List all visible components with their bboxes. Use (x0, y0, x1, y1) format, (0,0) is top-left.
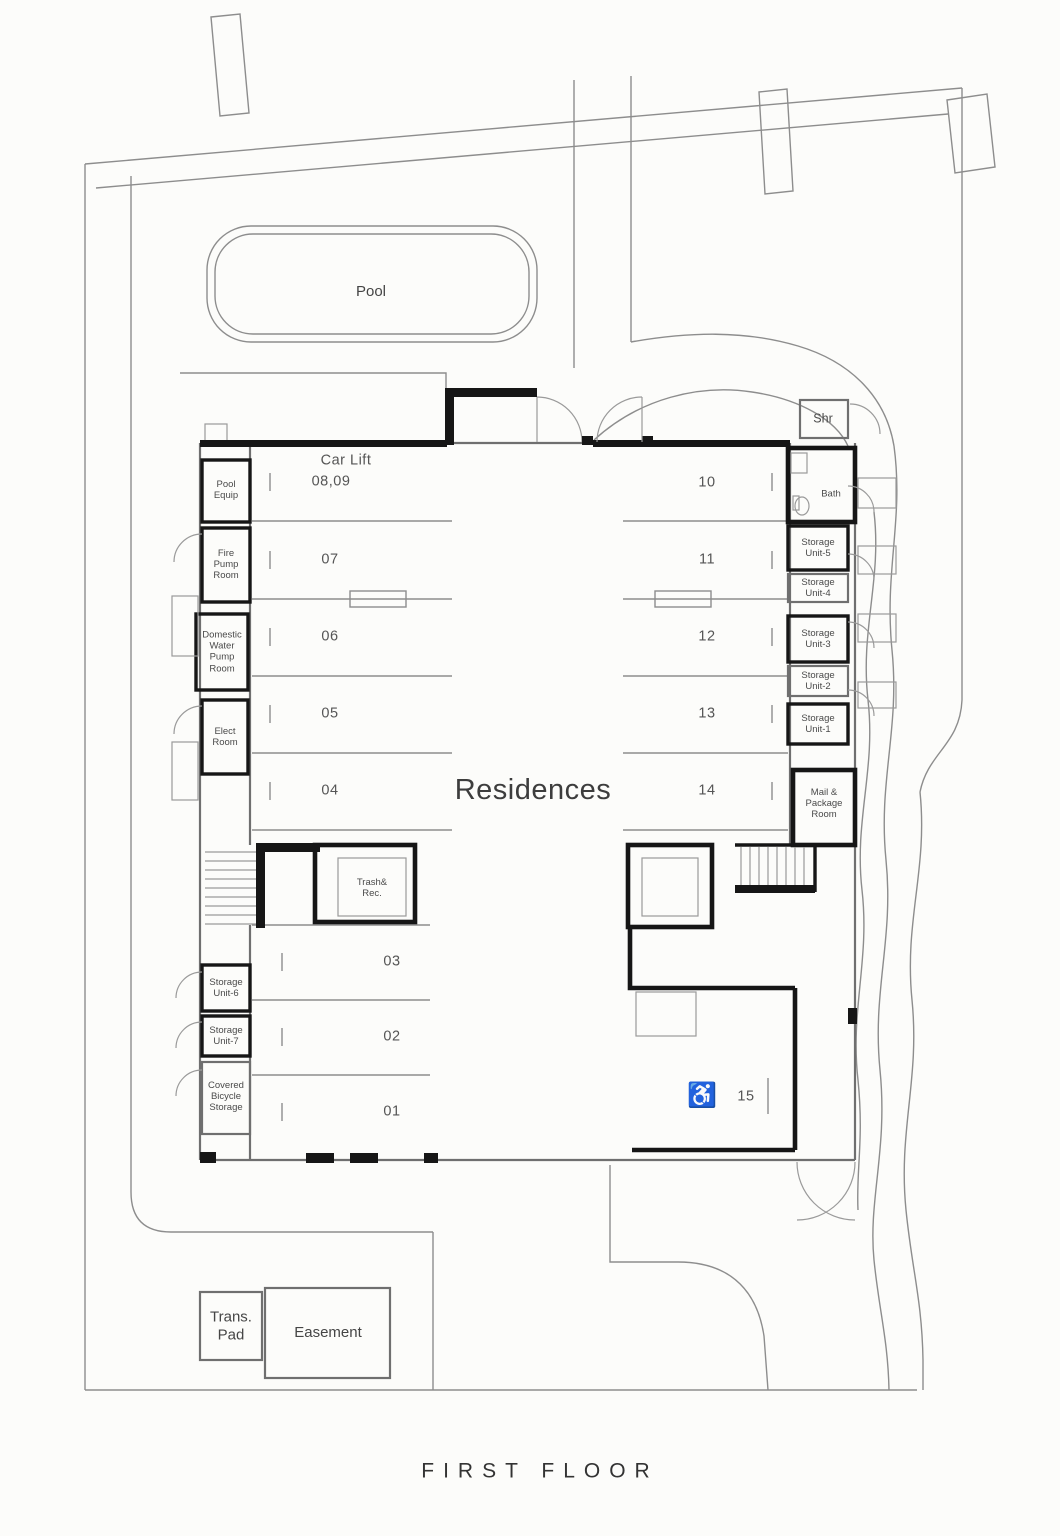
shr-label: Shr (813, 411, 833, 426)
pool-label: Pool (355, 283, 387, 301)
stall-11: 11 (698, 551, 716, 568)
stall-12: 12 (698, 628, 716, 645)
wheelchair-icon: ♿ (687, 1081, 717, 1109)
stall-15-walls (627, 927, 798, 1153)
fire-pump-label: Fire Pump Room (213, 548, 239, 582)
mail-room-label: Mail & Package Room (805, 787, 843, 821)
stall-03: 03 (383, 953, 401, 970)
storage-1-label: Storage Unit-1 (801, 712, 835, 735)
easement-label: Easement (294, 1324, 362, 1342)
pool-equip-label: Pool Equip (213, 478, 239, 501)
storage-4-label: Storage Unit-4 (801, 576, 835, 599)
stall-06: 06 (321, 628, 339, 645)
west-rooms (171, 458, 252, 801)
car-lift-label: Car Lift (320, 452, 372, 469)
driveway-curves (130, 176, 924, 1391)
residences-label: Residences (454, 773, 612, 806)
car-lift-stalls: 08,09 (311, 473, 351, 490)
stall-02: 02 (383, 1028, 401, 1045)
trans-pad-label: Trans. Pad (210, 1308, 252, 1343)
domestic-water-label: Domestic Water Pump Room (202, 629, 242, 675)
utility-pads (198, 1286, 392, 1380)
south-wall-details (200, 1008, 857, 1221)
entrance-vestibule (445, 388, 653, 445)
southwest-rooms (175, 963, 252, 1136)
storage-3-label: Storage Unit-3 (801, 627, 835, 650)
stall-05: 05 (321, 705, 339, 722)
east-rooms (785, 398, 897, 848)
left-stair (205, 843, 320, 928)
elevator (625, 842, 715, 930)
bicycle-storage-label: Covered Bicycle Storage (208, 1080, 244, 1114)
storage-7-label: Storage Unit-7 (209, 1024, 243, 1047)
stall-07: 07 (321, 551, 339, 568)
page-title: FIRST FLOOR (421, 1459, 659, 1483)
right-stair (735, 843, 817, 893)
stall-01: 01 (383, 1103, 401, 1120)
storage-6-label: Storage Unit-6 (209, 976, 243, 999)
stall-10: 10 (698, 474, 716, 491)
parking-stall-lines (252, 473, 788, 1121)
pier-shapes (210, 13, 996, 368)
stall-15: 15 (737, 1088, 755, 1105)
bath-label: Bath (821, 488, 841, 500)
trash-room-label: Trash& Rec. (356, 876, 388, 899)
stall-14: 14 (698, 782, 716, 799)
property-boundary (84, 87, 963, 1391)
pool-outline (206, 225, 538, 343)
stall-13: 13 (698, 705, 716, 722)
storage-2-label: Storage Unit-2 (801, 669, 835, 692)
storage-5-label: Storage Unit-5 (801, 536, 835, 559)
elect-room-label: Elect Room (212, 725, 238, 748)
stall-04: 04 (321, 782, 339, 799)
trash-room (312, 842, 418, 925)
